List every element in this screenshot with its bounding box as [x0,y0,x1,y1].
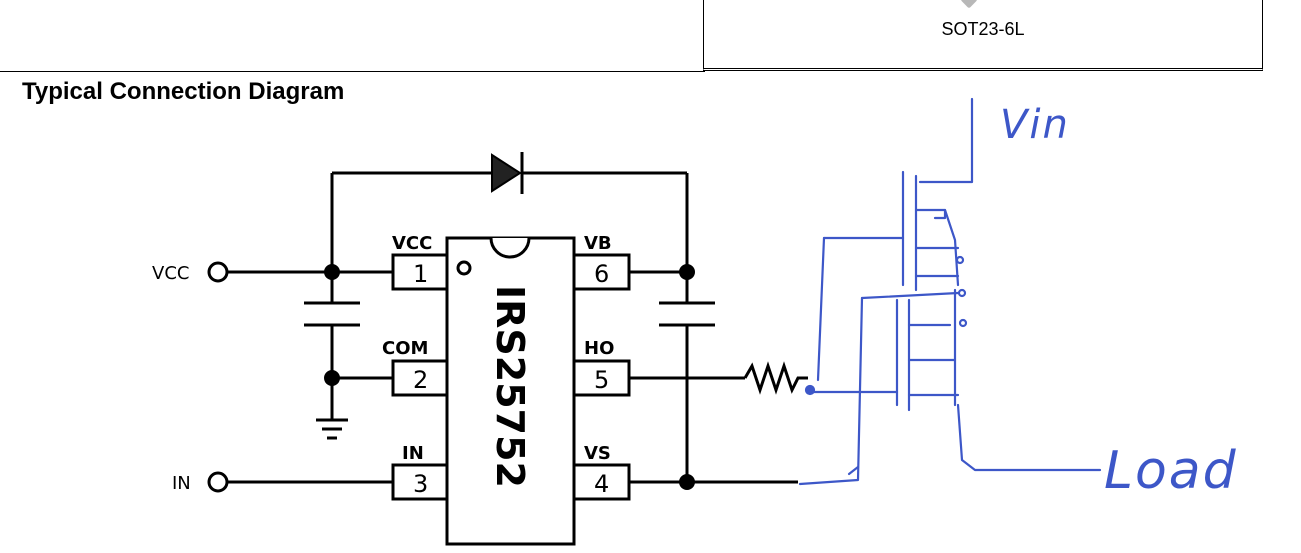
pin-name: COM [382,338,428,359]
pin-name: VB [584,233,612,254]
vcc-terminal-label: VCC [152,263,189,284]
ic-notch [489,237,531,259]
capacitor-right [659,301,715,327]
pin-name: VCC [392,233,432,254]
package-label: SOT23-6L [941,19,1025,39]
ground-icon [316,418,348,440]
pin-number: 3 [413,470,428,498]
handwritten-vin-label: Vin [1000,102,1070,148]
pin-number: 5 [594,366,609,394]
section-title: Typical Connection Diagram [22,78,345,105]
handwritten-mosfet-sketch [798,97,1102,486]
in-terminal-icon [207,471,229,493]
pin-number: 4 [594,470,609,498]
diode-icon [491,152,524,194]
pin-box-3 [391,463,449,501]
resistor-icon [743,361,808,395]
header-divider [0,71,705,72]
junction-dots [324,264,695,490]
pin-name: IN [402,443,424,464]
pin-name: HO [584,338,614,359]
pin-box-6 [572,253,631,291]
handwritten-load-label: Load [1104,441,1238,501]
pin-box-4 [572,463,631,501]
package-box: SOT23-6L [703,0,1263,71]
pin-box-5 [572,359,631,397]
pin-number: 1 [413,260,428,288]
in-terminal-label: IN [172,473,191,494]
pin-name: VS [584,443,611,464]
pin1-marker-icon [456,260,472,276]
chip-name: IRS25752 [488,285,532,488]
capacitor-left [304,301,360,327]
pin-number: 6 [594,260,609,288]
pin-box-1 [391,253,449,291]
vcc-terminal-icon [207,261,229,283]
pin-box-2 [391,359,449,397]
pin-number: 2 [413,366,428,394]
